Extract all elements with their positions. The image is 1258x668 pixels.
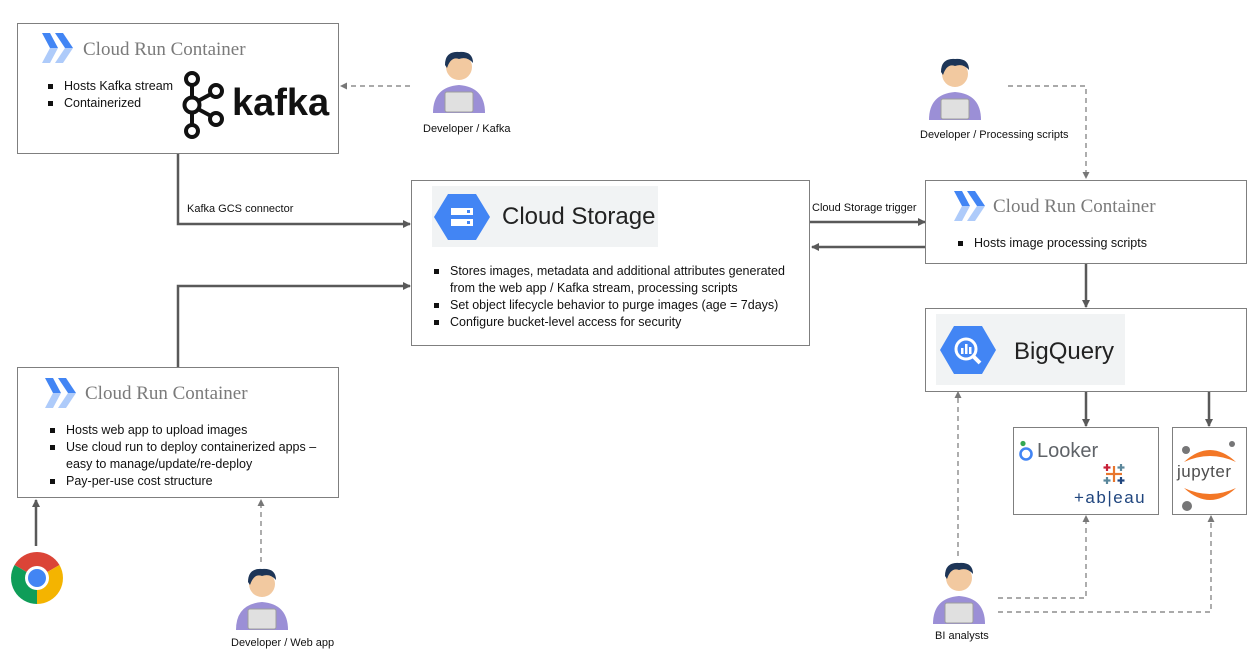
cloud-run-processing-bullets: Hosts image processing scripts	[956, 235, 1236, 252]
tableau-icon	[1103, 464, 1125, 484]
chrome-icon	[11, 552, 63, 604]
bullet: Containerized	[46, 95, 206, 112]
looker-icon	[1019, 440, 1033, 461]
developer-processing-avatar	[929, 58, 981, 120]
bullet: Hosts Kafka stream	[46, 78, 206, 95]
cloud-storage-trigger-label: Cloud Storage trigger	[812, 202, 917, 214]
cloud-run-kafka-bullets: Hosts Kafka stream Containerized	[46, 78, 206, 112]
bullet: Hosts web app to upload images	[48, 422, 328, 439]
cloud-run-webapp-title: Cloud Run Container	[85, 383, 248, 404]
developer-webapp-avatar	[236, 568, 288, 630]
cloud-run-icon	[42, 33, 73, 63]
developer-kafka-label: Developer / Kafka	[423, 123, 511, 135]
bigquery-badge: BigQuery	[936, 314, 1125, 385]
bullet: Stores images, metadata and additional a…	[432, 263, 802, 297]
bullet: Set object lifecycle behavior to purge i…	[432, 297, 802, 314]
dash-devproc-to-processing	[1008, 85, 1090, 179]
cloud-run-processing-box: Cloud Run Container Hosts image processi…	[925, 180, 1247, 264]
developer-webapp-label: Developer / Web app	[231, 637, 335, 649]
bi-analysts-label: BI analysts	[935, 630, 989, 642]
jupyter-wordmark: jupyter	[1177, 462, 1232, 481]
cloud-storage-box: Cloud Storage Stores images, metadata an…	[411, 180, 810, 346]
bi-analysts-avatar	[933, 562, 985, 624]
dash-bi-to-looker	[998, 515, 1090, 599]
cloud-run-processing-title: Cloud Run Container	[993, 196, 1156, 217]
developer-kafka-avatar	[433, 51, 485, 113]
arrow-kafka-to-storage	[176, 154, 411, 228]
bigquery-title: BigQuery	[1014, 338, 1115, 365]
cloud-run-webapp-box: Cloud Run Container Hosts web app to upl…	[17, 367, 339, 498]
bullet: Pay-per-use cost structure	[48, 473, 328, 490]
cloud-storage-icon	[434, 194, 490, 240]
arrow-webapp-to-storage	[176, 282, 411, 367]
kafka-logo-icon	[182, 71, 224, 139]
bullet: Configure bucket-level access for securi…	[432, 314, 802, 331]
cloud-storage-title: Cloud Storage	[502, 203, 656, 230]
jupyter-icon	[1182, 441, 1236, 511]
looker-label: Looker	[1037, 440, 1099, 462]
jupyter-box: jupyter	[1172, 427, 1247, 515]
bigquery-box: BigQuery	[925, 308, 1247, 392]
bullet: Hosts image processing scripts	[956, 235, 1236, 252]
tableau-wordmark: +ab|eau	[1074, 488, 1147, 507]
bigquery-icon	[940, 326, 996, 374]
cloud-run-kafka-title: Cloud Run Container	[83, 39, 246, 60]
developer-processing-label: Developer / Processing scripts	[920, 129, 1069, 141]
cloud-storage-badge: Cloud Storage	[432, 186, 658, 247]
cloud-run-kafka-box: Cloud Run Container Hosts Kafka stream C…	[17, 23, 339, 154]
bullet: Use cloud run to deploy containerized ap…	[48, 439, 328, 473]
cloud-run-webapp-bullets: Hosts web app to upload images Use cloud…	[48, 422, 328, 490]
cloud-run-icon	[954, 191, 985, 221]
cloud-storage-bullets: Stores images, metadata and additional a…	[432, 263, 802, 331]
looker-tableau-box: Looker +ab|eau	[1013, 427, 1159, 515]
kafka-gcs-connector-label: Kafka GCS connector	[187, 203, 294, 215]
kafka-wordmark: kafka	[232, 82, 330, 124]
cloud-run-icon	[45, 378, 76, 408]
